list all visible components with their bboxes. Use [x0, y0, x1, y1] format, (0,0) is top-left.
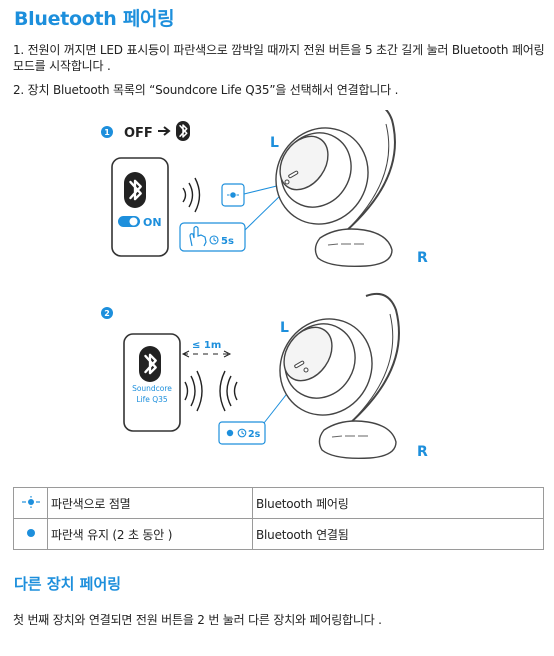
toggle-label: ON	[143, 216, 162, 229]
callout-line	[244, 191, 285, 231]
step-2: 2 Soundcore Life Q35 ≤ 1m 2s	[101, 292, 428, 460]
signal-waves-icon	[184, 370, 238, 412]
right-label: R	[417, 444, 428, 460]
section-text: 첫 번째 장치와 연결되면 전원 버튼을 2 번 눌러 다른 장치와 페어링합니…	[13, 613, 382, 627]
status-description: 파란색 유지 (2 초 동안 )	[47, 518, 253, 550]
step-1: 1 OFF ON	[101, 110, 428, 268]
device-name-line2: Life Q35	[136, 395, 168, 404]
blinking-light-icon	[227, 192, 239, 198]
distance-label: ≤ 1m	[192, 340, 221, 351]
signal-waves-icon	[182, 177, 201, 213]
phone: ON	[111, 157, 169, 257]
instruction-2: 2. 장치 Bluetooth 목록의 “Soundcore Life Q35”…	[13, 83, 399, 97]
led-status-table: 파란색으로 점멸 Bluetooth 페어링 파란색 유지 (2 초 동안 ) …	[13, 487, 544, 550]
press-duration: 5s	[221, 236, 234, 247]
timer-icon	[237, 428, 247, 438]
icon-cell	[13, 518, 48, 550]
distance-indicator	[181, 350, 232, 358]
table-row: 파란색 유지 (2 초 동안 ) Bluetooth 연결됨	[13, 518, 544, 550]
right-label: R	[417, 250, 428, 266]
arrow-right-icon	[158, 126, 171, 136]
page-title: Bluetooth 페어링	[14, 8, 175, 30]
hand-press-icon	[189, 225, 207, 247]
pairing-illustration: 1 OFF ON	[101, 110, 428, 460]
bluetooth-icon	[176, 121, 190, 141]
left-label: L	[270, 135, 279, 151]
hold-duration: 2s	[248, 429, 261, 440]
left-label: L	[280, 320, 289, 336]
status-description: 파란색으로 점멸	[47, 487, 253, 519]
off-label: OFF	[124, 126, 153, 141]
solid-light-icon	[26, 528, 35, 537]
instruction-1: 1. 전원이 꺼지면 LED 표시등이 파란색으로 깜박일 때까지 전원 버튼을…	[13, 43, 545, 73]
status-meaning: Bluetooth 페어링	[252, 487, 544, 519]
headphones	[279, 292, 400, 460]
status-meaning: Bluetooth 연결됨	[252, 518, 544, 550]
device-name-line1: Soundcore	[132, 384, 172, 393]
step-1-number: 1	[104, 128, 110, 137]
press-callout	[179, 222, 246, 252]
step-1-badge	[101, 126, 113, 138]
step-2-badge	[101, 307, 113, 319]
section-title: 다른 장치 페어링	[14, 575, 122, 593]
timer-icon	[209, 235, 219, 245]
headphones	[275, 110, 396, 268]
phone: Soundcore Life Q35	[123, 333, 181, 432]
table-row: 파란색으로 점멸 Bluetooth 페어링	[13, 487, 544, 519]
icon-cell	[13, 487, 48, 519]
blinking-light-icon	[21, 495, 40, 508]
solid-light-icon	[226, 429, 234, 437]
step-2-number: 2	[104, 309, 110, 318]
